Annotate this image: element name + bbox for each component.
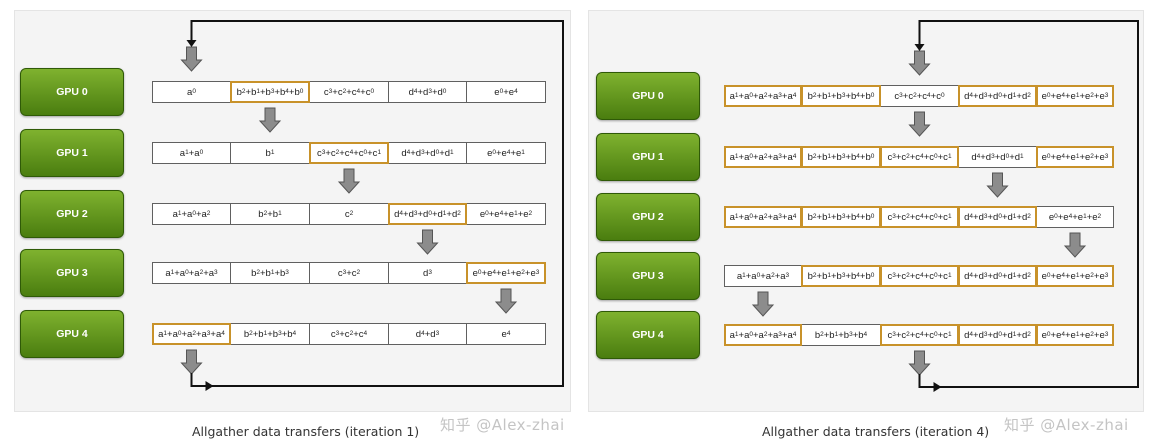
down-arrow-icon <box>180 349 203 375</box>
gpu-box: GPU 4 <box>596 311 700 359</box>
ring-loop-arrow-icon <box>190 20 564 387</box>
down-arrow-icon <box>751 291 775 317</box>
down-arrow-icon <box>180 46 203 72</box>
down-arrow-icon <box>416 229 439 255</box>
arrowhead-icon <box>914 44 925 51</box>
watermark: 知乎 @Alex-zhai <box>1004 416 1129 434</box>
down-arrow-icon <box>908 50 931 76</box>
down-arrow-icon <box>1063 232 1087 258</box>
arrowhead-icon <box>205 381 214 391</box>
gpu-box: GPU 2 <box>20 190 124 238</box>
gpu-box: GPU 0 <box>596 72 700 120</box>
down-arrow-icon <box>908 111 931 137</box>
down-arrow-icon <box>986 172 1009 198</box>
ring-loop-arrow-icon <box>918 20 1139 388</box>
arrowhead-icon <box>186 40 197 47</box>
gpu-box: GPU 1 <box>596 133 700 181</box>
down-arrow-icon <box>908 350 931 376</box>
watermark: 知乎 @Alex-zhai <box>440 416 565 434</box>
gpu-box: GPU 1 <box>20 129 124 177</box>
down-arrow-icon <box>337 168 361 194</box>
arrowhead-icon <box>933 382 942 392</box>
panel-caption: Allgather data transfers (iteration 4) <box>762 424 990 439</box>
gpu-box: GPU 3 <box>20 249 124 297</box>
gpu-box: GPU 4 <box>20 310 124 358</box>
panel-caption: Allgather data transfers (iteration 1) <box>192 424 420 439</box>
down-arrow-icon <box>494 288 518 314</box>
gpu-box: GPU 3 <box>596 252 700 300</box>
down-arrow-icon <box>258 107 282 133</box>
gpu-box: GPU 0 <box>20 68 124 116</box>
gpu-box: GPU 2 <box>596 193 700 241</box>
